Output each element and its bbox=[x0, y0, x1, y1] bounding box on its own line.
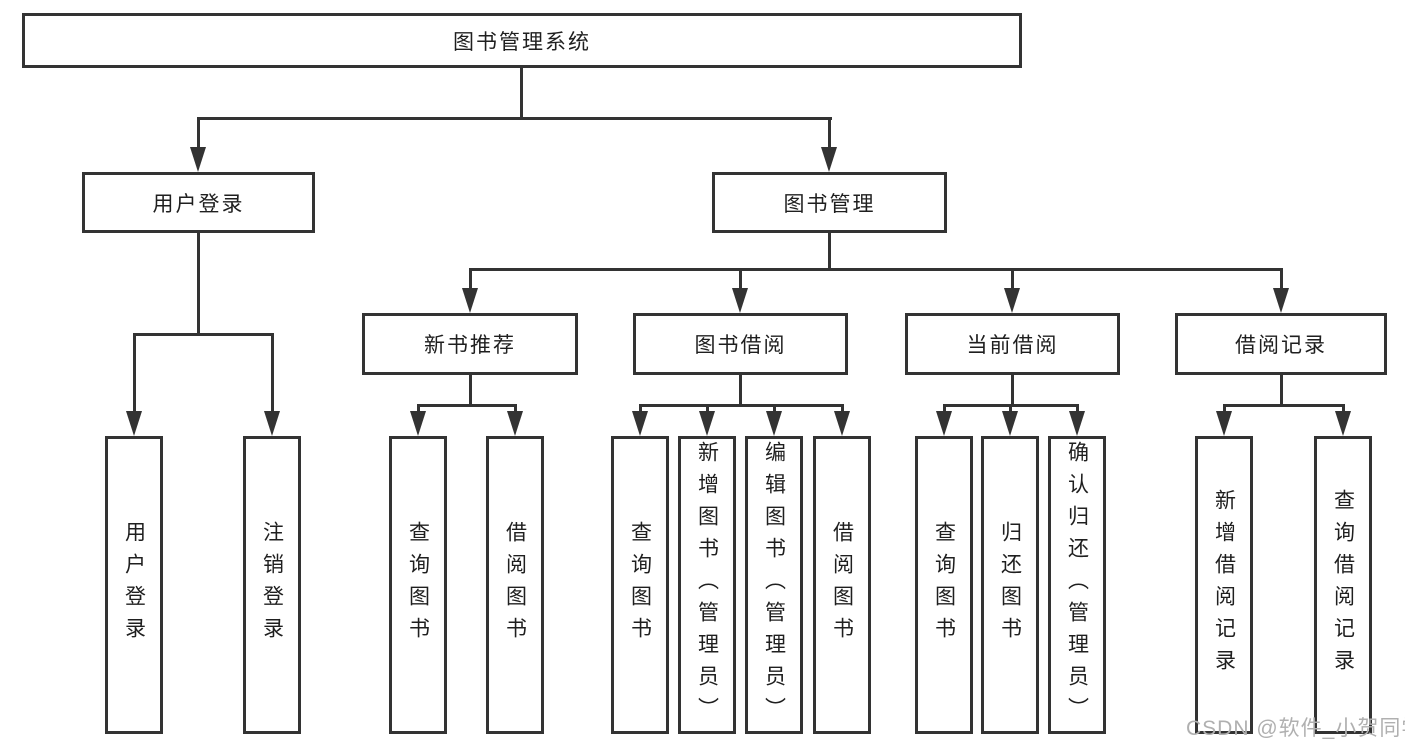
connector-line bbox=[1076, 404, 1079, 414]
node-borrowing-records: 借阅记录 bbox=[1175, 313, 1387, 375]
connector-line bbox=[639, 404, 642, 414]
connector-line bbox=[469, 268, 1282, 271]
arrow-down-icon bbox=[264, 411, 280, 436]
arrow-down-icon bbox=[462, 288, 478, 313]
leaf-add-books-admin: 新增图书（管理员） bbox=[678, 436, 736, 734]
arrow-down-icon bbox=[1069, 411, 1085, 436]
leaf-label: 查询借阅记录 bbox=[1331, 489, 1355, 681]
connector-line bbox=[271, 333, 274, 411]
connector-line bbox=[197, 117, 200, 157]
arrow-down-icon bbox=[190, 147, 206, 172]
leaf-edit-books-admin: 编辑图书（管理员） bbox=[745, 436, 803, 734]
csdn-watermark: CSDN @软件_小贺同学 bbox=[1186, 717, 1405, 740]
arrow-down-icon bbox=[632, 411, 648, 436]
connector-line bbox=[943, 404, 946, 414]
connector-line bbox=[739, 268, 742, 290]
connector-line bbox=[197, 233, 200, 335]
node-book-borrowing: 图书借阅 bbox=[633, 313, 848, 375]
connector-line bbox=[514, 404, 517, 414]
leaf-user-login: 用户登录 bbox=[105, 436, 163, 734]
node-new-book-recommend: 新书推荐 bbox=[362, 313, 578, 375]
arrow-down-icon bbox=[821, 147, 837, 172]
arrow-down-icon bbox=[507, 411, 523, 436]
connector-line bbox=[1280, 375, 1283, 407]
connector-line bbox=[469, 268, 472, 290]
connector-line bbox=[1342, 404, 1345, 414]
connector-line bbox=[1223, 404, 1226, 414]
node-label: 图书管理 bbox=[783, 192, 876, 216]
arrow-down-icon bbox=[1335, 411, 1351, 436]
arrow-down-icon bbox=[126, 411, 142, 436]
connector-line bbox=[828, 233, 831, 270]
leaf-label: 注销登录 bbox=[260, 521, 284, 649]
leaf-label: 确认归还（管理员） bbox=[1065, 441, 1089, 729]
arrow-down-icon bbox=[766, 411, 782, 436]
leaf-logout: 注销登录 bbox=[243, 436, 301, 734]
leaf-label: 借阅图书 bbox=[830, 521, 854, 649]
connector-line bbox=[1280, 268, 1283, 290]
node-book-management: 图书管理 bbox=[712, 172, 947, 233]
leaf-add-borrow-record: 新增借阅记录 bbox=[1195, 436, 1253, 734]
node-label: 图书管理系统 bbox=[453, 30, 591, 54]
leaf-label: 查询图书 bbox=[406, 521, 430, 649]
connector-line bbox=[417, 404, 517, 407]
connector-line bbox=[133, 333, 136, 411]
arrow-down-icon bbox=[732, 288, 748, 313]
connector-line bbox=[841, 404, 844, 414]
leaf-label: 查询图书 bbox=[932, 521, 956, 649]
connector-line bbox=[639, 404, 842, 407]
connector-line bbox=[1009, 404, 1012, 414]
node-library-management-system: 图书管理系统 bbox=[22, 13, 1022, 68]
arrow-down-icon bbox=[1273, 288, 1289, 313]
connector-line bbox=[197, 117, 832, 120]
connector-line bbox=[520, 68, 523, 119]
leaf-return-books: 归还图书 bbox=[981, 436, 1039, 734]
leaf-borrow-books-2: 借阅图书 bbox=[813, 436, 871, 734]
leaf-label: 新增图书（管理员） bbox=[695, 441, 719, 729]
leaf-label: 用户登录 bbox=[122, 521, 146, 649]
connector-line bbox=[417, 404, 420, 414]
leaf-label: 借阅图书 bbox=[503, 521, 527, 649]
node-label: 当前借阅 bbox=[966, 334, 1059, 357]
connector-line bbox=[1011, 268, 1014, 290]
connector-line bbox=[469, 375, 472, 407]
leaf-label: 新增借阅记录 bbox=[1212, 489, 1236, 681]
connector-line bbox=[1011, 375, 1014, 407]
leaf-borrow-books-1: 借阅图书 bbox=[486, 436, 544, 734]
arrow-down-icon bbox=[834, 411, 850, 436]
connector-line bbox=[828, 117, 831, 157]
arrow-down-icon bbox=[699, 411, 715, 436]
arrow-down-icon bbox=[410, 411, 426, 436]
connector-line bbox=[773, 404, 776, 414]
leaf-label: 查询图书 bbox=[628, 521, 652, 649]
node-label: 借阅记录 bbox=[1235, 334, 1327, 357]
connector-line bbox=[133, 333, 273, 336]
leaf-query-books-2: 查询图书 bbox=[611, 436, 669, 734]
leaf-query-books-3: 查询图书 bbox=[915, 436, 973, 734]
leaf-label: 编辑图书（管理员） bbox=[762, 441, 786, 729]
leaf-label: 归还图书 bbox=[998, 521, 1022, 649]
node-current-borrowing: 当前借阅 bbox=[905, 313, 1120, 375]
leaf-query-borrow-record: 查询借阅记录 bbox=[1314, 436, 1372, 734]
connector-line bbox=[1223, 404, 1344, 407]
node-label: 用户登录 bbox=[152, 192, 245, 216]
connector-line bbox=[706, 404, 709, 414]
node-user-login: 用户登录 bbox=[82, 172, 315, 233]
arrow-down-icon bbox=[1002, 411, 1018, 436]
arrow-down-icon bbox=[1216, 411, 1232, 436]
arrow-down-icon bbox=[1004, 288, 1020, 313]
node-label: 图书借阅 bbox=[694, 334, 787, 357]
arrow-down-icon bbox=[936, 411, 952, 436]
leaf-confirm-return-admin: 确认归还（管理员） bbox=[1048, 436, 1106, 734]
connector-line bbox=[739, 375, 742, 407]
node-label: 新书推荐 bbox=[424, 334, 516, 357]
leaf-query-books-1: 查询图书 bbox=[389, 436, 447, 734]
